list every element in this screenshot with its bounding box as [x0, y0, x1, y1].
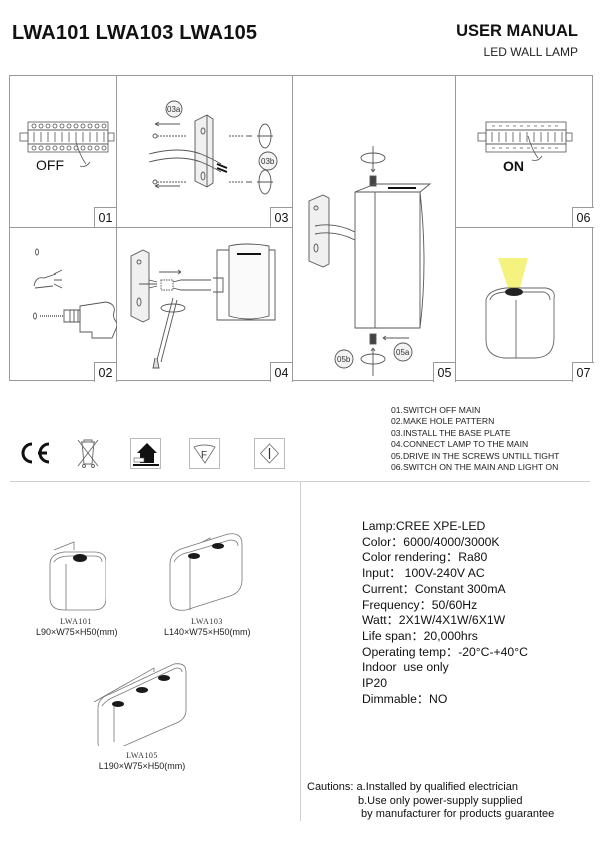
product-lwa103: LWA103 L140×W75×H50(mm) — [164, 528, 251, 637]
spec-indoor: Indoor use only — [362, 660, 449, 675]
doc-header: USER MANUAL LED WALL LAMP — [456, 22, 578, 59]
drill-icon — [33, 248, 117, 339]
spec-operating-temp: Operating temp：-20°C-+40°C — [362, 644, 528, 659]
step-number: 06 — [572, 207, 594, 227]
lamp-3led-icon — [93, 663, 187, 753]
spec-lamp: Lamp:CREE XPE-LED — [362, 519, 486, 533]
specifications: Lamp:CREE XPE-LED Color：6000/4000/3000K … — [362, 519, 528, 707]
spec-dimmable: Dimmable：NO — [362, 691, 448, 706]
step-text: 02.MAKE HOLE PATTERN — [391, 416, 495, 427]
svg-text:05a: 05a — [396, 348, 410, 357]
cautions-label: Cautions: — [307, 781, 354, 793]
certification-symbols: F — [18, 435, 307, 471]
screw-lamp-icon: 05a 05b — [308, 146, 432, 376]
dimensions-label: L190×W75×H50(mm) — [98, 761, 186, 771]
panel-step-02: 02 — [10, 228, 117, 382]
dimensions-label: L140×W75×H50(mm) — [164, 627, 251, 637]
column-divider — [300, 481, 301, 821]
spec-current: Current：Constant 300mA — [362, 581, 506, 596]
svg-text:F: F — [201, 450, 207, 461]
step-text: 04.CONNECT LAMP TO THE MAIN — [391, 439, 529, 450]
step-number: 03 — [270, 207, 292, 227]
step-number: 01 — [94, 207, 116, 227]
panel-step-07: 07 — [456, 228, 594, 382]
panel-step-03: 03a 03b 03 — [117, 76, 293, 228]
section-divider — [300, 481, 590, 482]
step-text: 03.INSTALL THE BASE PLATE — [391, 427, 511, 438]
models-title: LWA101 LWA103 LWA105 — [12, 22, 258, 44]
spec-color: Color：6000/4000/3000K — [362, 534, 500, 549]
step-number: 07 — [572, 362, 594, 382]
panel-step-05: 05a 05b 05 — [293, 76, 456, 382]
caution-b-cont: by manufacturer for products guarantee — [358, 808, 555, 821]
svg-text:05b: 05b — [337, 355, 351, 364]
spec-ip-rating: IP20 — [362, 676, 388, 691]
step-text: 05.DRIVE IN THE SCREWS UNTILL TIGHT — [391, 450, 560, 461]
spec-input: Input： 100V-240V AC — [362, 566, 485, 581]
off-label: OFF — [36, 157, 64, 173]
caution-a: a.Installed by qualified electrician — [356, 781, 518, 793]
model-label: LWA101 — [60, 617, 92, 626]
panel-step-04: 04 — [117, 228, 293, 382]
model-label: LWA105 — [126, 751, 158, 760]
spec-frequency: Frequency：50/60Hz — [362, 597, 478, 612]
breaker-off-icon — [19, 121, 115, 167]
f-mark-icon: F — [189, 437, 220, 469]
caution-b: b.Use only power-supply supplied — [358, 794, 523, 807]
step-number: 02 — [94, 362, 116, 382]
on-label: ON — [503, 158, 524, 174]
breaker-on-icon — [477, 121, 573, 161]
lamp-lit-icon — [485, 258, 555, 359]
spec-watt: Watt：2X1W/4X1W/6X1W — [362, 613, 506, 628]
weee-bin-icon — [74, 435, 102, 471]
spec-color-rendering: Color rendering：Ra80 — [362, 550, 488, 565]
step-text: 06.SWITCH ON THE MAIN AND LIGHT ON — [391, 462, 559, 473]
step-number: 05 — [433, 362, 455, 382]
cautions: Cautions: a.Installed by qualified elect… — [307, 781, 554, 822]
svg-text:03a: 03a — [167, 105, 181, 114]
product-type: LED WALL LAMP — [483, 45, 578, 59]
step-number: 04 — [270, 362, 292, 382]
connect-wires-icon — [130, 243, 276, 369]
indoor-use-icon — [130, 437, 161, 469]
product-lwa105: LWA105 L190×W75×H50(mm) — [92, 662, 192, 771]
spec-life-span: Life span：20,000hrs — [362, 628, 478, 643]
doc-type: USER MANUAL — [456, 22, 578, 40]
svg-text:03b: 03b — [261, 157, 275, 166]
lamp-2led-icon — [169, 533, 243, 611]
panel-step-01: OFF 01 — [10, 76, 117, 228]
panel-step-06: ON 06 — [456, 76, 594, 228]
lamp-1led-icon — [49, 541, 107, 611]
installation-grid: OFF 01 03a 03b — [9, 75, 594, 382]
dimensions-label: L90×W75×H50(mm) — [36, 627, 118, 637]
section-divider — [10, 481, 310, 482]
base-plate-install-icon: 03a 03b — [148, 100, 278, 195]
ce-mark-icon — [18, 438, 52, 469]
model-label: LWA103 — [191, 617, 223, 626]
class-i-icon — [254, 437, 285, 469]
product-lwa101: LWA101 L90×W75×H50(mm) — [36, 540, 118, 637]
step-text: 01.SWITCH OFF MAIN — [391, 405, 481, 415]
installation-steps: 01.SWITCH OFF MAIN 02.MAKE HOLE PATTERN … — [391, 405, 559, 473]
